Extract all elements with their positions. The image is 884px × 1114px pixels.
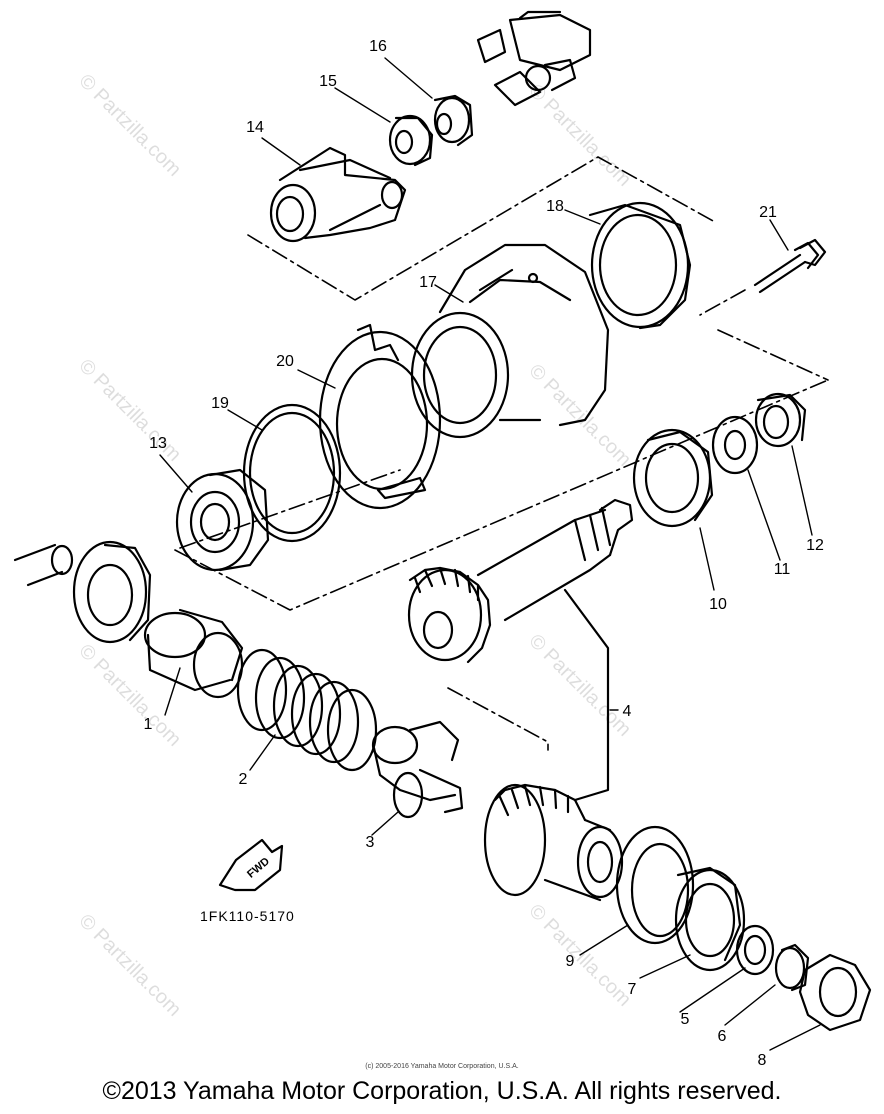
callout-16: 16: [369, 38, 387, 55]
part-8-nut: [798, 953, 872, 1032]
part-4-bracket: [563, 588, 610, 802]
callout-2: 2: [238, 771, 248, 788]
part-5-washer: [735, 924, 775, 976]
part-20-shim: [318, 323, 442, 510]
part-14-yoke: [269, 146, 407, 243]
callout-20: 20: [276, 353, 294, 370]
part-code: 1FK110-5170: [200, 908, 295, 924]
callout-13: 13: [149, 435, 167, 452]
callout-9: 9: [565, 953, 575, 970]
part-19-o-ring: [242, 403, 342, 543]
part-10-bearing: [632, 428, 714, 528]
part-3-cam-follower: [371, 720, 464, 819]
part-4-ring-gear-lower: [483, 783, 624, 902]
fine-print: (c) 2005-2016 Yamaha Motor Corporation, …: [365, 1063, 519, 1070]
part-13-bearing: [175, 468, 270, 572]
callout-19: 19: [211, 395, 229, 412]
callout-4: 4: [622, 703, 632, 720]
part-21-bolt: [753, 238, 827, 294]
drive-shaft-end: [13, 543, 74, 587]
part-2-spring: [236, 648, 378, 772]
part-16-flange-nut: [433, 94, 474, 147]
callout-7: 7: [627, 981, 637, 998]
part-17-housing: [410, 243, 610, 439]
callout-3: 3: [365, 834, 375, 851]
callout-6: 6: [717, 1028, 727, 1045]
part-7-bearing: [674, 866, 746, 972]
part-4-pinion-gear-upper: [407, 498, 634, 664]
callout-10: 10: [709, 596, 727, 613]
part-15-washer: [388, 114, 434, 167]
leader-lines: [159, 57, 821, 1051]
callout-5: 5: [680, 1011, 690, 1028]
part-1-collar: [143, 608, 244, 699]
fwd-arrow-icon: [218, 838, 284, 892]
part-9-shim: [615, 825, 695, 945]
copyright-notice: ©2013 Yamaha Motor Corporation, U.S.A. A…: [102, 1077, 782, 1105]
callout-8: 8: [757, 1052, 767, 1069]
callout-1: 1: [143, 716, 153, 733]
part-11-shim: [711, 415, 759, 475]
oil-seal: [72, 540, 152, 644]
callout-14: 14: [246, 119, 264, 136]
callout-11: 11: [773, 561, 791, 578]
callout-12: 12: [806, 537, 824, 554]
part-12-collar: [754, 392, 807, 448]
part-18-cover: [588, 201, 692, 330]
universal-joint: [476, 10, 592, 107]
callout-15: 15: [319, 73, 337, 90]
callout-17: 17: [419, 274, 437, 291]
part-6-lock-washer: [774, 943, 810, 992]
callout-18: 18: [546, 198, 564, 215]
callout-21: 21: [759, 204, 777, 221]
